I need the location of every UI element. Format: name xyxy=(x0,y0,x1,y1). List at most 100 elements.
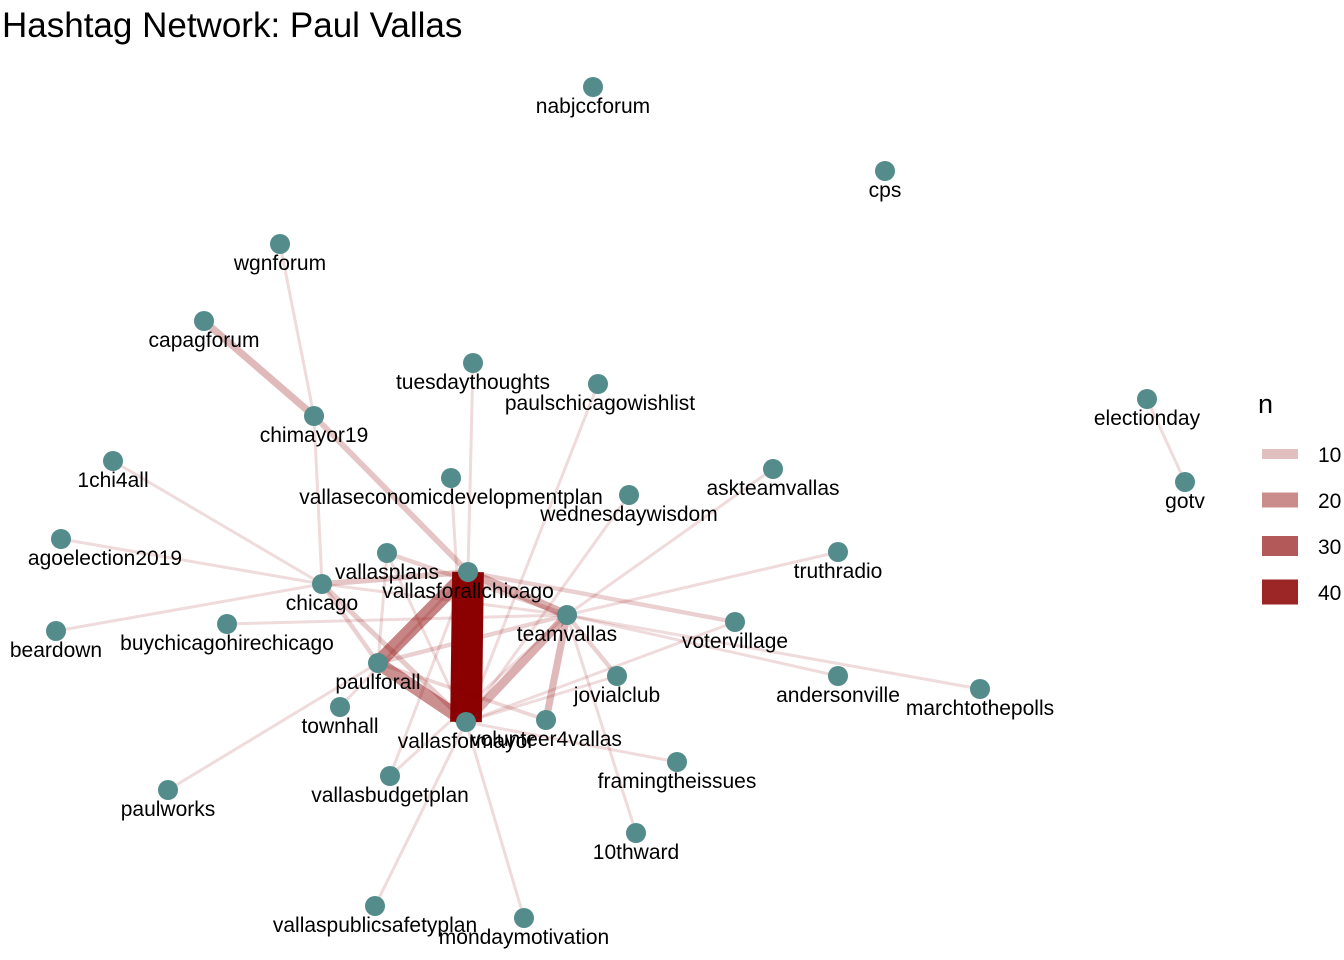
edge-vallasforallchicago-vallasformayor xyxy=(450,571,484,723)
node-nabjccforum xyxy=(583,77,603,97)
node-label-capagforum: capagforum xyxy=(149,329,260,352)
edge-chicagoelection2019-chicago xyxy=(60,537,323,586)
legend-label-30: 30 xyxy=(1318,536,1341,559)
node-label-andersonville: andersonville xyxy=(776,684,900,707)
node-label-vallasplans: vallasplans xyxy=(335,561,439,584)
legend-key-40 xyxy=(1262,579,1298,605)
node-label-mondaymotivation: mondaymotivation xyxy=(439,926,609,949)
node-label-wgnforum: wgnforum xyxy=(233,252,326,275)
node-vallasformayor xyxy=(456,712,476,732)
node-label-teamvallas: teamvallas xyxy=(517,623,617,646)
edge-vallaseconomicdevelopmentplan-vallasformayor xyxy=(449,477,468,723)
node-gotv xyxy=(1175,472,1195,492)
node-10thward xyxy=(626,823,646,843)
edge-vallaspublicsafetyplan-vallasformayor xyxy=(373,721,468,907)
edge-1chi4all-chicago xyxy=(112,459,323,586)
node-paulforall xyxy=(368,653,388,673)
edge-wednesdaywisdom-vallasformayor xyxy=(464,494,631,723)
node-label-vallasforallchicago: vallasforallchicago xyxy=(382,580,554,603)
node-wednesdaywisdom xyxy=(619,485,639,505)
node-buychicagohirechicago xyxy=(217,614,237,634)
node-label-vallasformayor: vallasformayor xyxy=(398,730,535,753)
edge-teamvallas-vallasforallchicago xyxy=(466,568,569,619)
node-townhall xyxy=(330,697,350,717)
edge-beardown-chicago xyxy=(55,582,323,633)
edge-vallasformayor-framingtheissues xyxy=(465,720,678,764)
edge-vallasbudgetplan-teamvallas xyxy=(388,613,569,778)
edge-jovialclub-vallasformayor xyxy=(465,674,618,724)
edge-mondaymotivation-vallasformayor xyxy=(464,721,526,919)
edge-teamvallas-jovialclub xyxy=(565,613,619,678)
node-label-marchtothepolls: marchtothepolls xyxy=(906,697,1054,720)
node-beardown xyxy=(46,621,66,641)
node-wgnforum xyxy=(270,234,290,254)
node-vallaspublicsafetyplan xyxy=(365,896,385,916)
edge-chicago-vallasforallchicago xyxy=(321,569,469,587)
edge-teamvallas-10thward xyxy=(565,614,638,834)
edge-chicago-teamvallas xyxy=(321,582,568,617)
node-paulworks xyxy=(158,780,178,800)
node-label-10thward: 10thward xyxy=(593,841,679,864)
edge-electionday-gotv xyxy=(1145,398,1187,483)
node-label-paulschicagowishlist: paulschicagowishlist xyxy=(505,392,695,415)
node-label-vallasbudgetplan: vallasbudgetplan xyxy=(311,784,469,807)
edge-chimayor19-vallasforallchicago xyxy=(311,413,471,575)
node-label-tuesdaythoughts: tuesdaythoughts xyxy=(396,371,550,394)
edge-truthradio-teamvallas xyxy=(566,550,839,617)
node-layer xyxy=(46,77,1195,928)
node-label-chicago: chicago xyxy=(286,592,358,615)
node-label-1chi4all: 1chi4all xyxy=(77,469,148,492)
legend-label-20: 20 xyxy=(1318,490,1341,513)
node-label-jovialclub: jovialclub xyxy=(573,684,660,707)
node-volunteer4vallas xyxy=(536,710,556,730)
node-label-vallaspublicsafetyplan: vallaspublicsafetyplan xyxy=(273,914,477,937)
edge-capagforum-chimayor19 xyxy=(201,318,317,419)
node-votervillage xyxy=(725,612,745,632)
edge-vallasforallchicago-paulforall xyxy=(372,567,474,668)
node-chicagoelection2019 xyxy=(51,529,71,549)
edge-askteamvallas-teamvallas xyxy=(566,467,774,617)
legend-key-10 xyxy=(1262,449,1298,459)
node-label-cps: cps xyxy=(869,179,902,202)
legend-key-20 xyxy=(1262,492,1298,508)
node-framingtheissues xyxy=(667,752,687,772)
edge-townhall-vallasforallchicago xyxy=(338,570,470,709)
node-andersonville xyxy=(828,666,848,686)
node-jovialclub xyxy=(607,666,627,686)
edge-paulworks-paulforall xyxy=(167,661,379,792)
edge-chicago-paulforall xyxy=(320,582,380,665)
edge-layer xyxy=(55,243,1187,919)
node-label-framingtheissues: framingtheissues xyxy=(598,770,757,793)
edge-teamvallas-marchtothepolls xyxy=(566,613,981,691)
node-label-votervillage: votervillage xyxy=(682,630,788,653)
legend-label-10: 10 xyxy=(1318,444,1341,467)
edge-paulforall-volunteer4vallas xyxy=(377,661,547,722)
edge-chimayor19-chicago xyxy=(312,415,324,585)
node-capagforum xyxy=(194,311,214,331)
node-paulschicagowishlist xyxy=(588,374,608,394)
node-label-electionday: electionday xyxy=(1094,407,1201,430)
edge-vallasplans-paulforall xyxy=(376,552,389,664)
node-label-truthradio: truthradio xyxy=(794,560,883,583)
node-label-paulworks: paulworks xyxy=(121,798,216,821)
edge-votervillage-vallasformayor xyxy=(465,620,736,724)
edge-teamvallas-paulforall xyxy=(377,612,568,666)
node-label-paulforall: paulforall xyxy=(335,671,420,694)
node-vallaseconomicdevelopmentplan xyxy=(441,468,461,488)
label-layer: nabjccforumcpswgnforumcapagforumchimayor… xyxy=(10,95,1205,949)
edge-vallasbudgetplan-vallasforallchicago xyxy=(388,571,470,777)
node-cps xyxy=(875,161,895,181)
node-label-buychicagohirechicago: buychicagohirechicago xyxy=(120,632,334,655)
edge-vallasforallchicago-votervillage xyxy=(467,569,736,625)
node-label-chicagoelection2019: agoelection2019 xyxy=(28,547,182,570)
node-vallasbudgetplan xyxy=(380,766,400,786)
legend-title: n xyxy=(1258,389,1273,419)
node-chicago xyxy=(312,574,332,594)
node-marchtothepolls xyxy=(970,679,990,699)
legend-key-30 xyxy=(1262,536,1298,556)
node-tuesdaythoughts xyxy=(463,353,483,373)
node-label-townhall: townhall xyxy=(301,715,378,738)
node-vallasplans xyxy=(377,543,397,563)
